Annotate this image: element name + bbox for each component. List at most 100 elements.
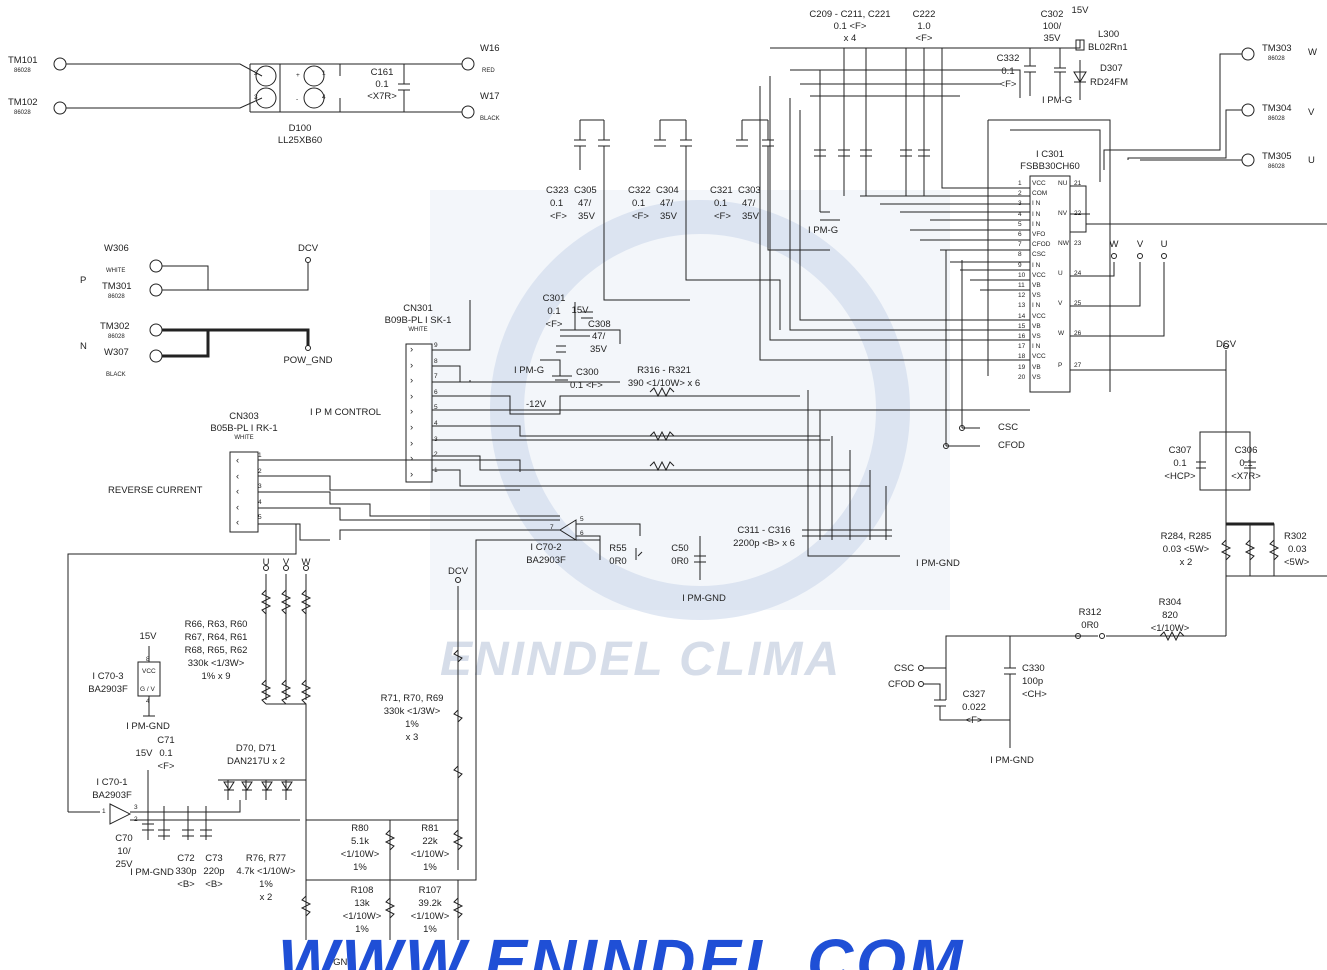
tm303-label: TM303: [1262, 43, 1292, 54]
ic301-right-pin-name: U: [1058, 270, 1063, 277]
c321-type: <F>: [714, 211, 731, 222]
r76-qty: x 2: [259, 892, 273, 903]
c209-qty: x 4: [843, 33, 857, 44]
c300-ref: C300: [576, 367, 599, 378]
tm101-code: 86028: [14, 68, 31, 74]
c303-ref: C303: [738, 185, 761, 196]
tm303-code: 86028: [1268, 56, 1285, 62]
c302-v2: 35V: [1043, 33, 1061, 44]
n-label: N: [80, 341, 87, 352]
out-w: W: [1308, 47, 1317, 58]
cn303-pin-arrow: ‹: [236, 455, 240, 466]
r80-w: <1/10W>: [340, 849, 380, 860]
cn301-pin-num: 2: [434, 451, 438, 459]
ic301-pin-num: 5: [1018, 220, 1022, 228]
c322-val: 0.1: [632, 198, 646, 209]
ic301-pin-name: VS: [1032, 333, 1041, 340]
ic301-right-pin-name: W: [1058, 330, 1065, 337]
ic703-gv: G / V: [140, 686, 155, 693]
r55-val: 0R0: [609, 556, 627, 567]
w16-color: RED: [482, 68, 495, 74]
ic301-pin-num: 15: [1018, 322, 1026, 330]
c332-ref: C332: [996, 53, 1020, 64]
ic703-ref: I C70-3: [92, 671, 124, 682]
r76-tol: 1%: [259, 879, 273, 890]
r71-qty: x 3: [405, 732, 419, 743]
ic301-pin-name: COM: [1032, 190, 1048, 198]
ic301-right-pin-name: P: [1058, 362, 1063, 369]
tm305-code: 86028: [1268, 164, 1285, 170]
c302-ref: C302: [1040, 9, 1064, 20]
ic301-right-pin-num: 24: [1074, 270, 1082, 277]
cn301-pin-num: 7: [434, 373, 438, 381]
ipm-g-c300: I PM-G: [514, 365, 545, 376]
ic301-pin-num: 6: [1018, 231, 1022, 238]
ic301-right-pin-num: 23: [1074, 240, 1082, 247]
d100-plus: +: [296, 72, 300, 79]
ic701-part: BA2903F: [92, 790, 132, 801]
ic301-pin-name: I N: [1032, 343, 1041, 351]
r302-val: 0.03: [1288, 544, 1307, 555]
ic301-pin-name: I N: [1032, 261, 1041, 269]
c161-ref: C161: [370, 67, 394, 78]
c323-ref: C323: [546, 185, 569, 196]
csc-right: CSC: [894, 663, 915, 674]
ic301-right-pin-name: NW: [1058, 240, 1069, 247]
r312-ref: R312: [1078, 607, 1102, 618]
tm301-code: 86028: [108, 294, 125, 300]
l300-part: BL02Rn1: [1088, 42, 1128, 53]
c307-ref: C307: [1168, 445, 1192, 456]
c311-val: 2200p <B> x 6: [733, 538, 795, 549]
ipm-gnd-right: I PM-GND: [990, 755, 1034, 766]
ipm-gnd-ic701: I PM-GND: [130, 867, 174, 878]
ipm-g-mid: I PM-G: [808, 225, 839, 236]
c304-v: 35V: [660, 211, 677, 222]
cn303-pin-arrow: ‹: [236, 517, 240, 529]
r108-ref: R108: [350, 885, 374, 896]
c302-v1: 100/: [1042, 21, 1062, 32]
r108-w: <1/10W>: [342, 911, 382, 922]
w17-color: BLACK: [480, 116, 500, 122]
ic301-pin-num: 4: [1018, 210, 1022, 218]
ic301-pin-name: VB: [1032, 363, 1041, 371]
ic301-pin-name: VCC: [1032, 312, 1046, 320]
c308-v1: 47/: [592, 331, 606, 342]
cn301-ref: CN301: [403, 303, 433, 314]
out-u: U: [1308, 155, 1315, 166]
d100-pin3: 3: [254, 94, 258, 101]
c222-val: 1.0: [917, 21, 931, 32]
d100-ref: D100: [288, 123, 312, 134]
cn303-pin-num: 2: [258, 467, 262, 475]
d100-pin4: 4: [322, 94, 326, 101]
w307-color: BLACK: [106, 372, 126, 378]
ipm-gnd-ic703: I PM-GND: [126, 721, 170, 732]
c307-type: <HCP>: [1164, 471, 1196, 482]
cn303-pin-arrow: ‹: [236, 486, 240, 498]
tm305-label: TM305: [1262, 151, 1292, 162]
csc-net-label: CSC: [998, 422, 1019, 433]
cfod-net-label: CFOD: [998, 440, 1025, 451]
r107-tol: 1%: [423, 924, 437, 935]
tm102-code: 86028: [14, 110, 31, 116]
c308-ref: C308: [588, 319, 611, 330]
cn301-pin-arrow: ›: [410, 390, 414, 402]
c311-ref: C311 - C316: [737, 525, 791, 536]
d100-minus: -: [296, 96, 299, 103]
r80-ref: R80: [351, 823, 369, 834]
c71-ref: C71: [157, 735, 175, 746]
ic301-pin-num: 13: [1018, 302, 1026, 310]
v15-top: 15V: [1071, 5, 1089, 16]
ic301-pin-num: 3: [1018, 200, 1022, 208]
ic301-right-pin-num: 25: [1074, 300, 1082, 307]
ic301-pin-num: 11: [1018, 282, 1025, 289]
sense-w: W: [301, 557, 311, 568]
r76-val: 4.7k <1/10W>: [236, 866, 296, 877]
r107-val: 39.2k: [418, 898, 442, 909]
ic301-pin-name: CSC: [1032, 251, 1046, 259]
c73-type: <B>: [205, 879, 223, 890]
ic301-pin-num: 20: [1018, 373, 1026, 381]
r107-ref: R107: [418, 885, 442, 896]
cn301-pin-arrow: ›: [410, 437, 414, 449]
ic301-pin-num: 14: [1018, 312, 1026, 320]
